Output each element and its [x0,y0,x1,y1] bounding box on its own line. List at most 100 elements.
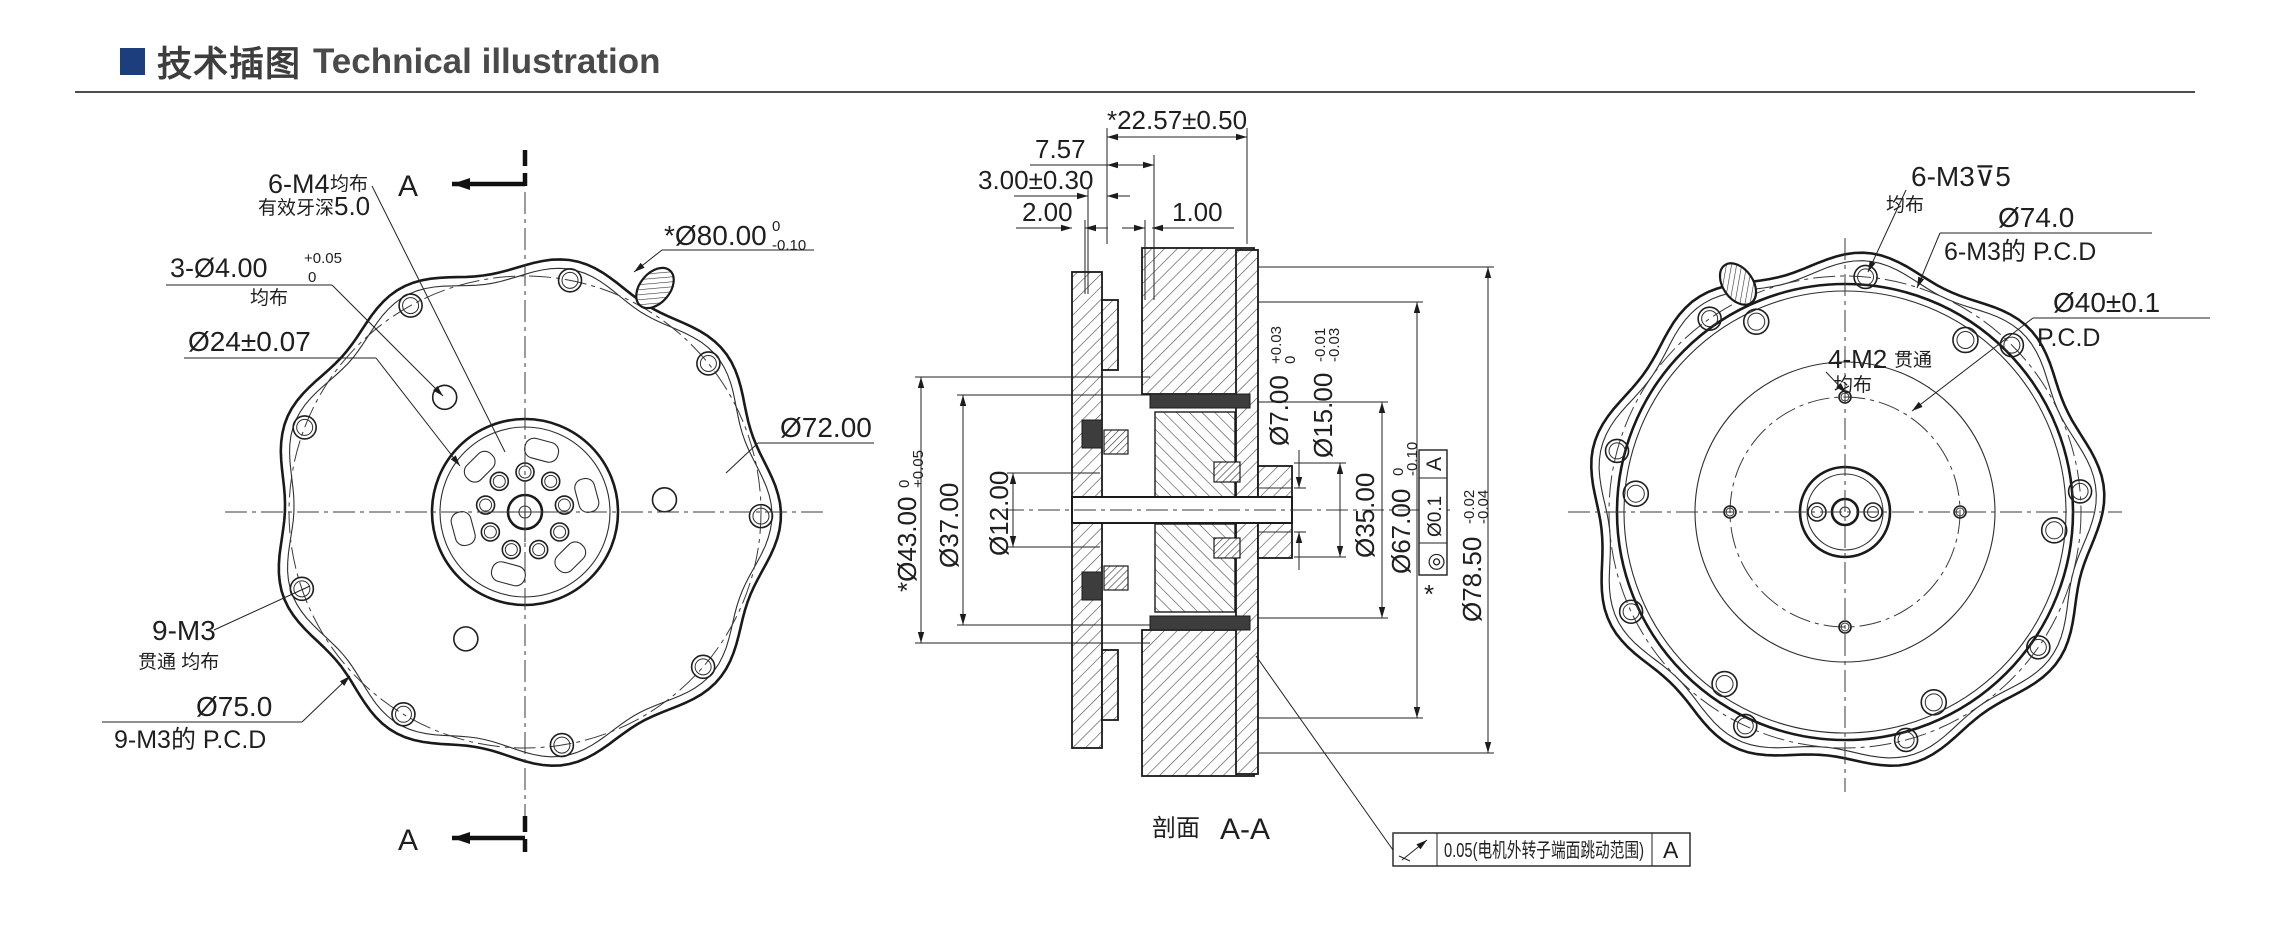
page-title-zh: 技术插图 [157,45,302,84]
front-hub-screw-hole [528,539,549,560]
runout-symbol-icon [1398,839,1428,862]
label-d24: Ø24±0.07 [188,326,311,357]
leader-d80 [633,249,814,273]
page-title-en: Technical illustration [313,41,661,81]
label-d80: *Ø80.00 [664,220,767,251]
leader-3d4 [331,284,444,397]
dim-d67-tol-dn: -0.10 [1404,442,1421,476]
back-view-geometry [1589,251,2106,768]
label-9m3-note: 贯通 均布 [138,651,219,673]
technical-drawing: A A 6-M4 均布 有效牙深 5.0 3-Ø4.00 +0.05 0 均布 … [102,105,2210,867]
back-m3-tapped-hole [1920,689,1948,716]
leader-6m4 [371,185,506,453]
front-dowel-hole [651,486,678,513]
dim-d37-label: Ø37.00 [934,483,964,568]
front-hub-slot [554,541,587,574]
section-magnet-top [1149,393,1251,409]
front-rim-screw-hole [391,701,416,727]
label-6m4-depth-prefix: 有效牙深 [258,197,334,219]
dim-d67-label: Ø67.00 [1386,489,1416,574]
label-d80-tol-dn: -0.10 [772,237,806,254]
front-view-geometry [277,258,783,768]
section-stator-top [1154,411,1236,501]
front-hatched-notch [635,266,675,310]
back-m3-tapped-hole [1711,670,1738,698]
leader-d72 [725,442,759,474]
section-left-extensions [915,376,1150,644]
front-hub-screw-hole [540,471,561,492]
dim-d7-label: Ø7.00 [1264,375,1294,446]
back-m3-tapped-hole [1742,308,1770,335]
front-hub-screw-hole [475,495,496,515]
runout-leader [1255,655,1394,851]
header-divider [75,91,2195,93]
section-caption-zh: 剖面 [1152,815,1200,842]
front-dowel-hole [453,626,479,652]
dim-d785-tol-up: -0.02 [1461,490,1478,524]
dim-d785-label: Ø78.50 [1457,537,1487,622]
section-caption-view: A-A [1220,813,1270,846]
label-3d4-note: 均布 [250,287,288,309]
back-rim-screw-hole [1697,306,1722,331]
back-rim-screw-hole [2067,479,2093,504]
front-hub-slot [463,450,496,483]
leader-6m3tap [1867,189,1907,273]
label-4m2-note1: 贯通 [1894,349,1932,371]
section-seal-top [1081,419,1103,449]
fcf-frame [1418,449,1448,576]
dim-d67-tol-up: 0 [1390,468,1407,476]
leader-d40 [1911,317,2034,412]
label-3d4-tol-dn: 0 [308,269,316,286]
back-hatched-notch [1718,262,1758,306]
label-4m2: 4-M2 [1828,344,1887,374]
dim-d7: Ø7.00 +0.03 0 [1264,326,1299,446]
leader-d74 [1916,232,1941,289]
runout-datum: A [1663,837,1679,863]
dim-d43-tol-dn: +0.05 [910,450,927,488]
dim-d7-tol-dn: 0 [1282,356,1299,364]
fcf-concentricity-icon: ◎ [1424,553,1447,571]
label-6m3tap: 6-M3⊽5 [1911,161,2011,192]
label-3d4-tol-up: +0.05 [304,250,342,267]
front-hub-slot [574,477,600,513]
dim-d785-tol-dn: -0.04 [1475,490,1492,524]
dim-d12: Ø12.00 [984,471,1014,556]
dim-200: 2.00 [1022,197,1073,227]
label-d75: Ø75.0 [196,691,272,722]
back-rim-screw-hole [2026,635,2051,660]
section-bearing-left-top [1103,429,1129,455]
front-hub-screw-hole [480,522,501,542]
section-bearing-right-bottom [1213,537,1241,559]
label-d72: Ø72.00 [780,412,872,443]
front-hub-slot [524,437,560,463]
fcf-star: * [1424,579,1434,609]
front-rim-screw-hole [557,268,583,293]
front-rim-screw-hole [292,415,317,440]
back-rim-screw-hole [1853,264,1878,290]
front-hub-screw-hole [549,522,570,542]
front-rim-screw-hole [690,654,716,680]
dim-d15-label: Ø15.00 [1308,373,1338,458]
section-flange-step-bottom [1101,649,1119,721]
label-6m4: 6-M4 [268,169,330,199]
dim-100: 1.00 [1172,197,1223,227]
dim-d15-tol-dn: -0.03 [1326,328,1343,362]
dim-d35: Ø35.00 [1350,473,1380,558]
section-stator-bottom [1154,523,1236,613]
leader-4m2 [1825,371,1847,394]
section-flange-step-top [1101,299,1119,371]
label-4m2-note2: 均布 [1834,374,1872,396]
section-marker-bottom: A [398,824,418,857]
front-dowel-hole [431,384,458,411]
fcf-concentricity: A Ø0.1 ◎ * [1418,449,1448,609]
dim-300: 3.00±0.30 [978,165,1093,195]
dim-d37: Ø37.00 [934,483,964,568]
label-3d4: 3-Ø4.00 [170,253,268,283]
front-rim-screw-hole [696,351,721,376]
section-right-extensions [1258,266,1494,754]
front-hub-screw-hole [501,539,522,560]
dim-d43-label: *Ø43.00 [892,497,922,592]
dim-d43: *Ø43.00 0 +0.05 [892,450,927,592]
leader-d75 [301,675,351,723]
